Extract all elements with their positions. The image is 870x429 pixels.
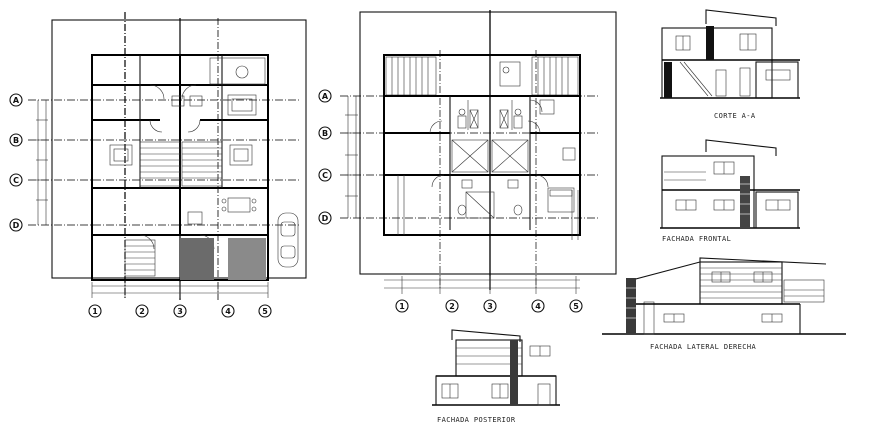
plan1-row-axes: A B C D [9,93,23,232]
plan1-axis-5: 5 [262,307,268,316]
plan1-axis-d: D [13,221,20,230]
front-elevation-label: FACHADA FRONTAL [662,235,731,243]
right-elevation-drawing [602,257,846,335]
plan2-axis-4: 4 [535,302,541,311]
right-elevation-label: FACHADA LATERAL DERECHA [650,343,757,351]
section-label: CORTE A-A [714,112,756,120]
plan2-column-axes: 1 2 3 4 5 [395,299,583,313]
plan2-axis-b: B [322,129,328,138]
plan2-axis-d: D [322,214,329,223]
plan1-axis-b: B [13,136,19,145]
section-a-a-drawing [660,9,800,99]
ground-floor-plan [28,12,307,300]
plan1-axis-4: 4 [225,307,231,316]
plan1-axis-c: C [13,176,19,185]
plan2-axis-1: 1 [399,302,405,311]
plan2-axis-3: 3 [487,302,493,311]
plan1-axis-1: 1 [92,307,98,316]
front-elevation-drawing [660,139,800,229]
rear-elevation-drawing [432,329,560,406]
upper-floor-plan [340,10,617,294]
plan2-axis-5: 5 [573,302,579,311]
plan1-column-axes: 1 2 3 4 5 [88,304,272,318]
plan2-row-axes: A B C D [318,89,332,225]
plan2-axis-c: C [322,171,328,180]
plan1-axis-3: 3 [177,307,183,316]
plan1-axis-a: A [13,96,20,105]
rear-elevation-label: FACHADA POSTERIOR [437,416,516,424]
plan2-axis-2: 2 [449,302,455,311]
plan1-axis-2: 2 [139,307,145,316]
plan2-axis-a: A [322,92,329,101]
